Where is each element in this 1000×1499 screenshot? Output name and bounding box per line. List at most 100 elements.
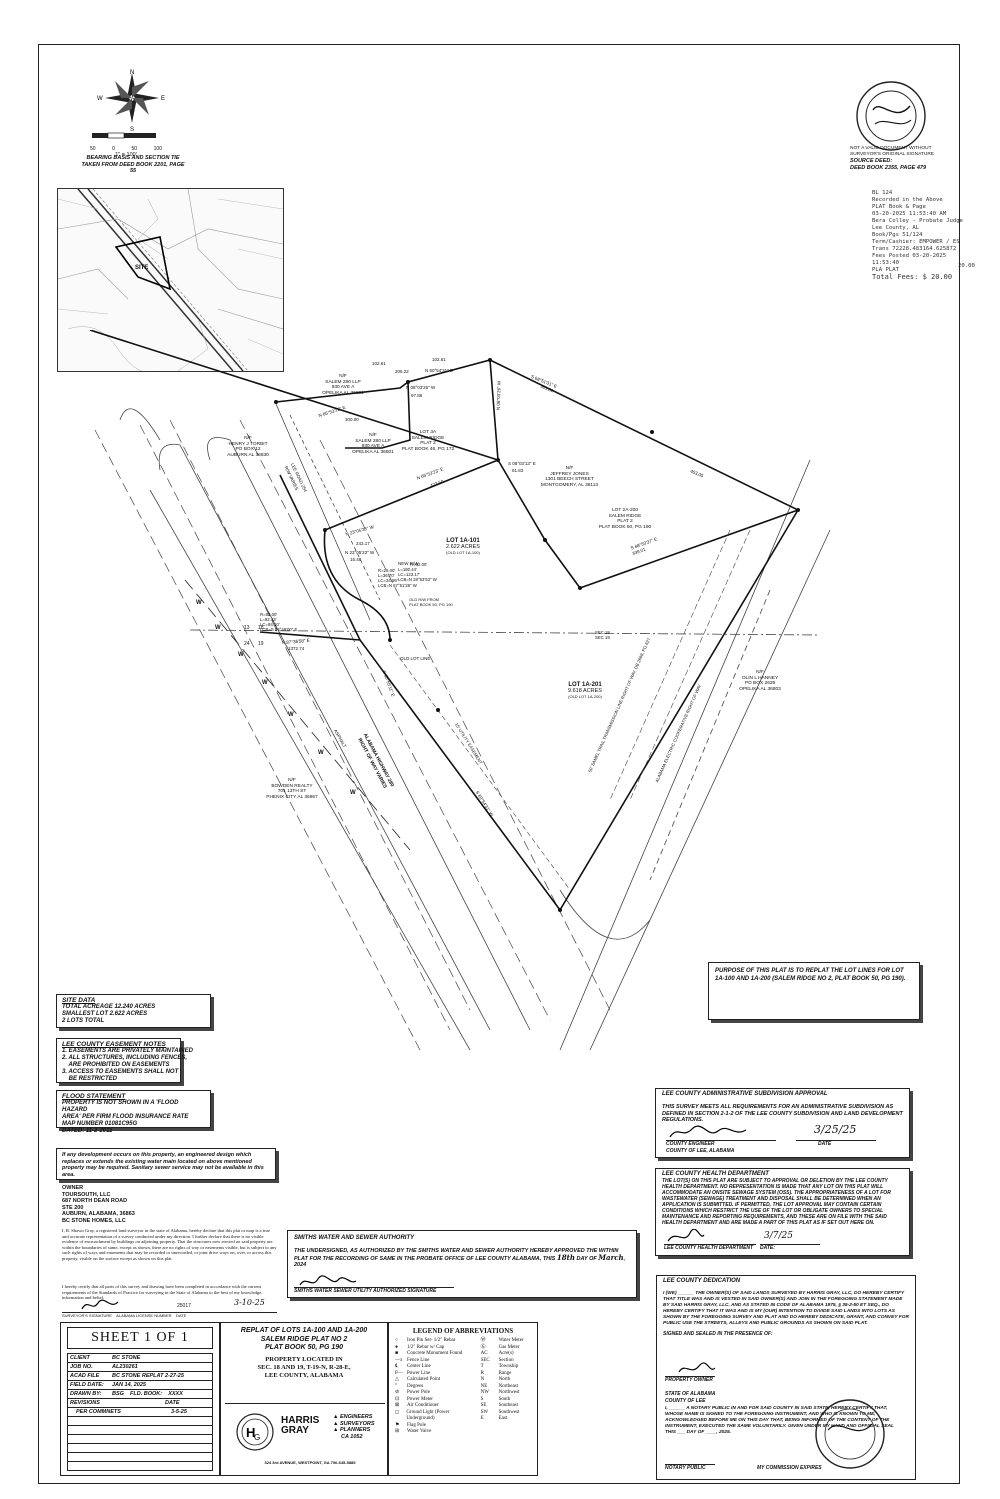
signature-labels: SURVEYOR'S SIGNATURE ALABAMA LICENSE NUM… [62, 1313, 187, 1318]
sheet-number: SHEET 1 OF 1 [67, 1327, 213, 1349]
highway-lanes [94, 419, 611, 1050]
water-line-marker: W [238, 652, 244, 658]
section-number: 18 [258, 625, 264, 631]
distance-label: 102.61 [372, 361, 386, 366]
distance-label: 243.17 [356, 541, 370, 546]
signature-icon [678, 1362, 716, 1373]
water-line-marker: W [196, 600, 202, 606]
legend-item: ⊘Power Pole [395, 1390, 430, 1395]
flood-statement-box: FLOOD STATEMENT PROPERTY IS NOT SHOWN IN… [56, 1090, 211, 1134]
legend-title: LEGEND OF ABBREVIATIONS [412, 1327, 514, 1335]
section-number: 24 [244, 641, 250, 647]
scale-tick: 100 [153, 146, 162, 152]
distance-label: 15.48 [350, 557, 362, 562]
lot-boundaries [90, 330, 799, 911]
distance-label: 97.86 [411, 393, 423, 398]
bearing-label: N 08°03'26" W [406, 385, 436, 390]
vicinity-map: SITE [57, 188, 284, 372]
scale-tick: 50 [131, 146, 138, 152]
water-line-marker: W [350, 790, 356, 796]
legend-item: ●1/2" Rebar w/ Cap [395, 1344, 445, 1350]
signature-date: 3-10-25 [234, 1298, 265, 1307]
north-label: N [130, 70, 134, 76]
signature-icon [669, 1125, 747, 1138]
smiths-water-box: SMITHS WATER AND SEWER AUTHORITY THE UND… [287, 1230, 637, 1298]
bearing-label: N 08°03'26" W [495, 380, 502, 411]
legend-item: ℄Center Line [395, 1364, 431, 1369]
signature-icon [299, 1275, 357, 1286]
firm-address: 324 3rd AVENUE, WESTPOINT, GA 706-645-58… [264, 1460, 356, 1465]
license-number: 25017 [177, 1303, 191, 1309]
water-line-marker: W [215, 625, 221, 631]
health-department-box: LEE COUNTY HEALTH DEPARTMENT THE LOT(S) … [655, 1168, 910, 1256]
section-number: 13 [244, 625, 250, 631]
easement-notes-box: LEE COUNTY EASEMENT NOTES 1. EASEMENTS A… [56, 1038, 193, 1083]
legend-item: ○Iron Pin Set- 1/2" Rebar [395, 1338, 456, 1343]
signature-icon [667, 1229, 705, 1242]
legend-item: ⊞Water Valve [395, 1429, 432, 1434]
surveyor-seal-icon [856, 81, 926, 151]
svg-text:G: G [254, 1433, 260, 1442]
signature-icon [81, 1299, 119, 1310]
legend-item: °Degrees [395, 1383, 424, 1389]
source-deed: SOURCE DEED:DEED BOOK 2355, PAGE 479 [850, 158, 927, 171]
old-lot-line-label: OLD LOT LINE [400, 656, 431, 661]
firm-logo-icon: HG [236, 1413, 274, 1451]
section-number: 19 [258, 641, 264, 647]
water-line-marker: W [318, 750, 324, 756]
dedication-box: LEE COUNTY DEDICATION I (WE) ______ THE … [656, 1275, 916, 1480]
legend-item: P—Power Line [395, 1370, 431, 1376]
water-line [184, 579, 411, 851]
curve-label: R=62.00'L=180.44'LC=123.17'LCB=N 28°53'5… [398, 562, 437, 582]
curve-label: R=82.00'L=92.43'LC=84.10'LCB=S 84°49'00"… [260, 612, 298, 632]
distance-label: 61.83 [512, 468, 524, 473]
scale-tick: 0 [112, 146, 115, 152]
legend-item: ■Concrete Monument Found [395, 1351, 463, 1356]
legend-block: LEGEND OF ABBREVIATIONS ○Iron Pin Set- 1… [388, 1322, 538, 1476]
west-label: W [97, 96, 103, 102]
water-line-marker: W [262, 680, 268, 686]
health-date: 3/7/25 [764, 1231, 793, 1241]
surveyor-signature-line: 25017 3-10-25 [62, 1298, 277, 1313]
approval-month: March [598, 1252, 624, 1262]
curve-label: R=25.00'L=36.70'LC=34.99'LCB=N 67°51'28"… [378, 568, 417, 588]
approval-day: 18th [556, 1252, 575, 1262]
titleblock-row: JOB NO.AL230261 [68, 1363, 212, 1372]
legend-item: ⊠Air Conditioner [395, 1403, 439, 1408]
admin-approval-box: LEE COUNTY ADMINISTRATIVE SUBDIVISION AP… [655, 1088, 910, 1158]
parcel-lot1a101: LOT 1A-101 2.622 ACRES (OLD LOT 1A-100) [446, 538, 480, 555]
bearing-label: S 08°03'13" E [508, 461, 536, 466]
north-arrow-icon: N S W E [97, 70, 165, 133]
water-line-marker: W [288, 712, 294, 718]
